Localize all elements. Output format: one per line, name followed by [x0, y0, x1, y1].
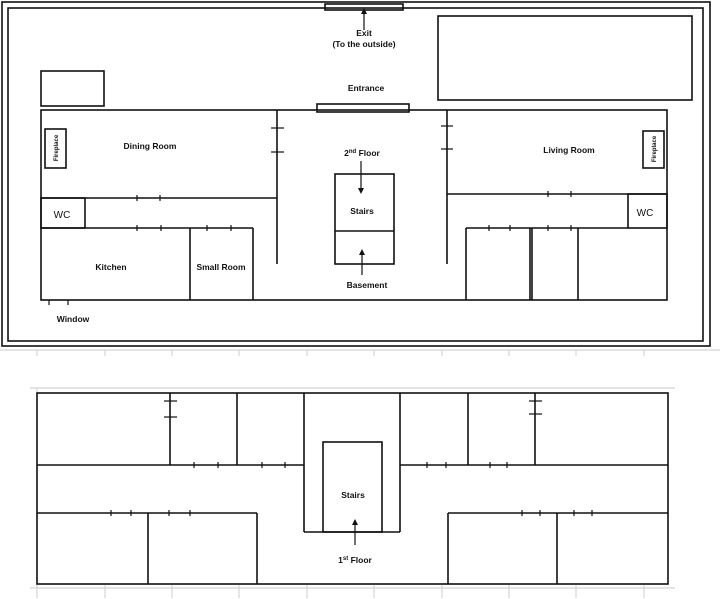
exit-sub-label: (To the outside) [332, 39, 395, 49]
fireplace-right-label: Fireplace [652, 135, 658, 162]
stairs [334, 173, 395, 265]
entrance-door [316, 103, 410, 113]
window-label: Window [57, 314, 90, 324]
second-floor-label: 2nd Floor [344, 148, 380, 158]
exit-label: Exit [356, 28, 372, 38]
upper-floor-plan: Stairs 1st Floor [30, 387, 675, 598]
fireplace-right [642, 130, 665, 169]
fireplace-left [44, 128, 67, 169]
wc-left-label: WC [54, 210, 71, 221]
ground-floor-plan: Exit (To the outside) Entrance Fireplace… [0, 1, 720, 356]
exit-door [324, 3, 404, 11]
stairs-upper [322, 441, 383, 533]
wc-right [627, 193, 668, 229]
outdoor-area [437, 15, 693, 101]
outer-boundary [1, 1, 711, 347]
stairs-label: Stairs [350, 206, 374, 216]
basement-label: Basement [347, 280, 388, 290]
first-floor-label: 1st Floor [338, 555, 372, 565]
inner-boundary [7, 7, 704, 342]
outdoor-box [40, 70, 105, 107]
floor-outline [36, 392, 669, 585]
wc-right-label: WC [637, 208, 654, 219]
stairs-upper-label: Stairs [341, 490, 365, 500]
living-room-label: Living Room [543, 145, 595, 155]
kitchen-label: Kitchen [95, 262, 126, 272]
fireplace-left-label: Fireplace [54, 134, 60, 161]
house-outline [40, 109, 668, 301]
small-room-label: Small Room [196, 262, 246, 272]
entrance-label: Entrance [348, 83, 385, 93]
grid-ticks [0, 349, 720, 356]
dining-room-label: Dining Room [124, 141, 177, 151]
